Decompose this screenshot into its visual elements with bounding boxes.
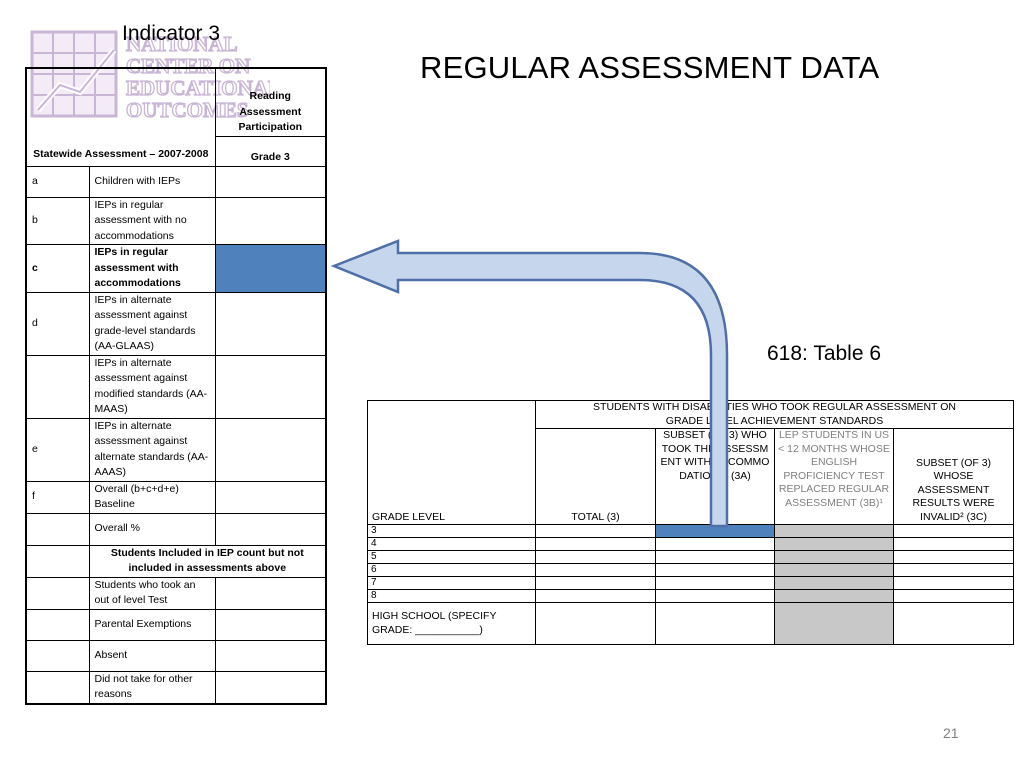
row-value-c-highlighted[interactable] — [214, 244, 327, 293]
row-code-d: d — [25, 291, 90, 356]
row-code-overall-pct — [25, 512, 90, 546]
extra-row-label-other: Did not take for other reasons — [88, 670, 216, 704]
statewide-assessment-header: Statewide Assessment – 2007-2008 — [25, 67, 216, 167]
grade-8-3b-cell — [774, 589, 894, 603]
grade-row-label: 4 — [367, 537, 536, 551]
extra-row-code-2 — [25, 608, 90, 641]
high-school-label: HIGH SCHOOL (SPECIFY GRADE: ___________) — [367, 602, 536, 645]
extra-row-code-1 — [25, 576, 90, 610]
grade-6-total-cell[interactable] — [535, 563, 656, 577]
grade-3-total-cell[interactable] — [535, 524, 656, 538]
grade-5-3a-cell[interactable] — [655, 550, 775, 564]
grade-3-header: Grade 3 — [214, 135, 327, 167]
table-6-label: 618: Table 6 — [767, 342, 882, 365]
row-label-b: IEPs in regular assessment with no accom… — [88, 196, 216, 245]
grade-6-3b-cell — [774, 563, 894, 577]
reading-participation-header: Reading Assessment Participation — [214, 67, 327, 137]
row-label-c: IEPs in regular assessment with accommod… — [88, 244, 216, 293]
table-6: GRADE LEVEL STUDENTS WITH DISABILITIES W… — [367, 400, 1015, 645]
high-school-3b-cell — [774, 602, 894, 645]
row-value-e[interactable] — [214, 417, 327, 482]
grade-row-label: 6 — [367, 563, 536, 577]
row-value-overall-pct[interactable] — [214, 512, 327, 546]
indicator-label: Indicator 3 — [122, 22, 221, 45]
extra-row-value-out-of-level[interactable] — [214, 576, 327, 610]
grade-4-3c-cell[interactable] — [892, 537, 1015, 551]
row-label-maas: IEPs in alternate assessment against mod… — [88, 354, 216, 419]
row-value-f[interactable] — [214, 480, 327, 514]
logo-line-1: NATIONAL — [126, 32, 238, 56]
extra-row-value-absent[interactable] — [214, 639, 327, 672]
grade-7-total-cell[interactable] — [535, 576, 656, 590]
row-code-c: c — [25, 244, 90, 293]
grade-4-3a-cell[interactable] — [655, 537, 775, 551]
row-code-a: a — [25, 165, 90, 198]
section-spacer — [25, 544, 90, 578]
grade-row-label: 3 — [367, 524, 536, 538]
row-code-b: b — [25, 196, 90, 245]
page-number: 21 — [943, 725, 959, 741]
row-code-f: f — [25, 480, 90, 514]
lep-3b-header: LEP STUDENTS IN US < 12 MONTHS WHOSE ENG… — [774, 428, 894, 525]
subset-3a-header: SUBSET (OF 3) WHO TOOK THE ASSESSMENT WI… — [655, 428, 775, 525]
row-code-e: e — [25, 417, 90, 482]
grade-3-3b-cell — [774, 524, 894, 538]
subset-3c-header: SUBSET (OF 3) WHOSE ASSESSMENT RESULTS W… — [892, 428, 1015, 525]
row-label-a: Children with IEPs — [88, 165, 216, 198]
row-value-a[interactable] — [214, 165, 327, 198]
row-code-maas — [25, 354, 90, 419]
extra-row-label-absent: Absent — [88, 639, 216, 672]
grade-5-total-cell[interactable] — [535, 550, 656, 564]
row-label-e: IEPs in alternate assessment against alt… — [88, 417, 216, 482]
row-label-f: Overall (b+c+d+e) Baseline — [88, 480, 216, 514]
extra-row-code-3 — [25, 639, 90, 672]
grade-6-3c-cell[interactable] — [892, 563, 1015, 577]
grade-row-label: 7 — [367, 576, 536, 590]
high-school-3a-cell[interactable] — [655, 602, 775, 645]
row-label-d: IEPs in alternate assessment against gra… — [88, 291, 216, 356]
indicator-3-table: Statewide Assessment – 2007-2008 Reading… — [25, 67, 328, 705]
extra-row-code-4 — [25, 670, 90, 704]
total-3-header: TOTAL (3) — [535, 428, 656, 525]
extra-row-value-parental[interactable] — [214, 608, 327, 641]
group-header: STUDENTS WITH DISABILITIES WHO TOOK REGU… — [534, 400, 1015, 429]
row-label-overall-pct: Overall % — [88, 512, 216, 546]
grade-4-3b-cell — [774, 537, 894, 551]
not-included-section-header: Students Included in IEP count but not i… — [88, 544, 327, 578]
extra-row-label-parental: Parental Exemptions — [88, 608, 216, 641]
statewide-assessment-label: Statewide Assessment – 2007-2008 — [33, 148, 209, 160]
row-value-maas[interactable] — [214, 354, 327, 419]
high-school-3c-cell[interactable] — [892, 602, 1015, 645]
extra-row-value-other[interactable] — [214, 670, 327, 704]
grade-5-3b-cell — [774, 550, 894, 564]
page-title: REGULAR ASSESSMENT DATA — [420, 50, 880, 85]
grade-8-3c-cell[interactable] — [892, 589, 1015, 603]
grade-row-label: 8 — [367, 589, 536, 603]
high-school-total-cell[interactable] — [535, 602, 656, 645]
row-value-b[interactable] — [214, 196, 327, 245]
grade-3-3a-cell-highlighted[interactable] — [655, 524, 775, 538]
grade-7-3b-cell — [774, 576, 894, 590]
grade-6-3a-cell[interactable] — [655, 563, 775, 577]
grade-7-3a-cell[interactable] — [655, 576, 775, 590]
row-value-d[interactable] — [214, 291, 327, 356]
grade-row-label: 5 — [367, 550, 536, 564]
grade-3-3c-cell[interactable] — [892, 524, 1015, 538]
grade-level-header: GRADE LEVEL — [367, 400, 536, 525]
grade-7-3c-cell[interactable] — [892, 576, 1015, 590]
extra-row-label-out-of-level: Students who took an out of level Test — [88, 576, 216, 610]
grade-8-total-cell[interactable] — [535, 589, 656, 603]
grade-8-3a-cell[interactable] — [655, 589, 775, 603]
grade-5-3c-cell[interactable] — [892, 550, 1015, 564]
grade-4-total-cell[interactable] — [535, 537, 656, 551]
